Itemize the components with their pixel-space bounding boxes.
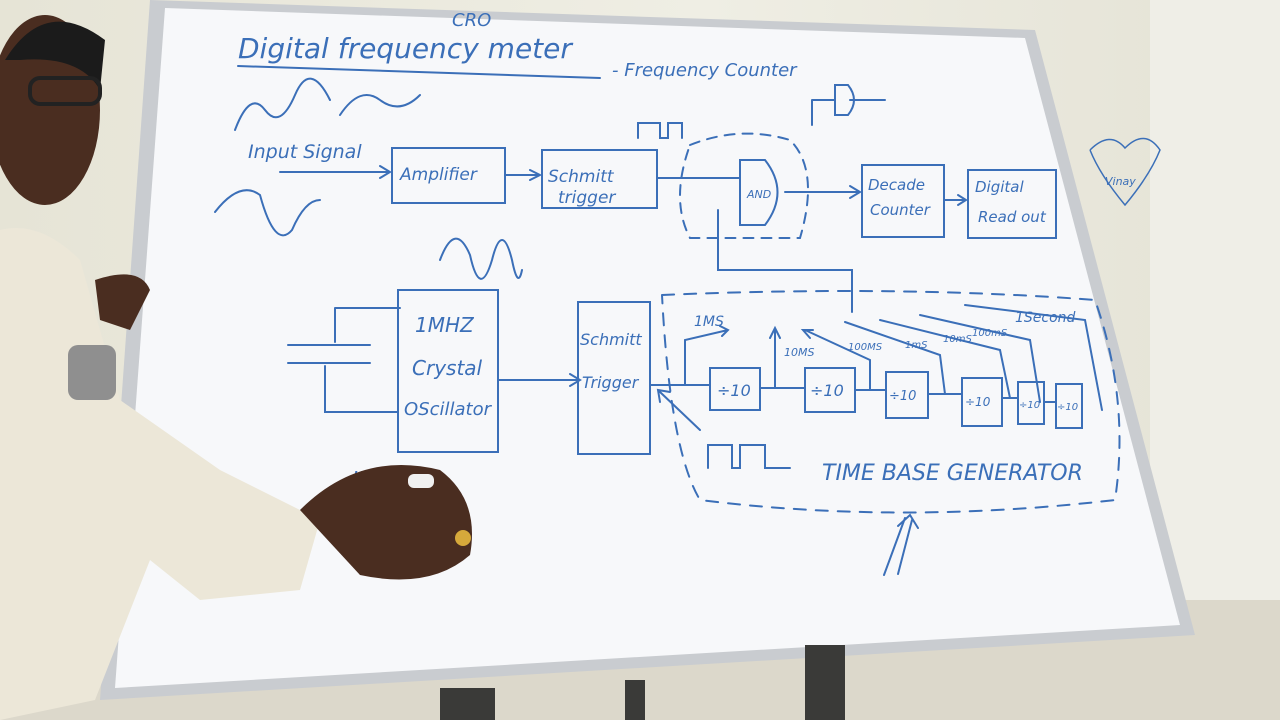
side-note: Vinay [1105,175,1136,188]
crystal-symbol [287,307,401,413]
schmitt-bottom-label-2: Trigger [582,373,640,392]
time-base-pulse [707,444,791,469]
and-gate-dashed-box [679,132,809,239]
schmitt-top-label-2: trigger [558,188,616,208]
wristwatch-icon [68,345,116,400]
title-top-note: CRO [452,10,491,31]
tap-10ms [769,325,781,389]
schmitt-bottom-label-1: Schmitt [580,330,642,349]
tap-label-10ms: 10MS [784,346,814,359]
amplifier-label: Amplifier [399,165,478,185]
tap-label-100ms: 100MS [848,342,883,353]
divider-label-6: ÷10 [1057,402,1078,413]
divider-label-4: ÷10 [965,395,991,409]
crystal-label-1: 1MHZ [415,313,475,337]
schmitt-top-label-1: Schmitt [548,167,615,187]
heart-doodle [1089,137,1161,207]
board-stand-center [625,680,645,720]
presenter-hair [5,21,105,90]
board-stand-right [805,645,845,720]
tap-100ms-b [919,314,1041,403]
tap-10ms-b [879,319,1011,399]
divider-label-2: ÷10 [810,381,844,400]
board-title: Digital frequency meter [238,32,573,65]
readout-label-2: Read out [978,208,1047,226]
readout-label-1: Digital [975,178,1024,196]
input-sine-wave [214,189,321,237]
time-base-label: TIME BASE GENERATOR [822,461,1083,486]
divider-label-5: ÷10 [1019,400,1040,411]
crystal-oscillator-block [397,289,499,453]
crystal-label-2: Crystal [412,356,483,380]
marker-icon [408,474,434,488]
decade-label-2: Counter [870,201,931,219]
crystal-label-3: OScillator [404,399,493,420]
arrow-amp-schmitt [504,169,543,181]
and-gate-label: AND [746,188,771,201]
board-title-suffix: - Frequency Counter [612,60,798,81]
ring-icon [455,530,471,546]
tap-1second [964,304,1103,411]
and-gate [739,159,779,226]
wall-panel [1150,0,1280,600]
tap-1ms-b [844,321,946,395]
divider-block-6 [1055,383,1083,429]
wave-sketch [234,77,331,131]
divider-block-4 [961,377,1003,427]
arrow-osc-schmitt [497,373,582,387]
board-stand-left [440,688,495,720]
glasses-icon [28,76,102,106]
presenter-right-hand [300,465,472,580]
tap-label-1ms-b: 1mS [905,340,928,351]
pointer-arrow [883,513,919,576]
crystal-sine-wave [439,237,523,280]
tap-label-100ms-b: 100mS [972,328,1008,339]
pulse-sketch [637,122,683,139]
divider-label-3: ÷10 [889,389,916,404]
tap-100ms [800,329,871,391]
time-base-dashed-box [661,290,1121,514]
presenter [0,15,472,720]
input-signal-label: Input Signal [248,141,362,163]
tap-label-10ms-b: 10mS [943,334,972,345]
arrow-and-decade [784,185,862,199]
decade-label-1: Decade [868,176,925,194]
small-gate-sketch [811,84,886,126]
digital-readout-block [967,169,1057,239]
schmitt-bottom-block [577,301,651,455]
presenter-left-hand [95,274,150,330]
feedback-arrow [656,388,701,431]
tap-label-1second: 1Second [1015,310,1076,326]
arrow-decade-readout [943,194,968,206]
divider-label-1: ÷10 [717,381,751,400]
tap-1ms [684,325,730,386]
title-underline [237,65,601,79]
wave-sketch-2 [339,94,421,116]
tap-label-1ms: 1MS [694,314,724,330]
gate-control-line [717,209,853,313]
arrow-input [279,165,392,179]
